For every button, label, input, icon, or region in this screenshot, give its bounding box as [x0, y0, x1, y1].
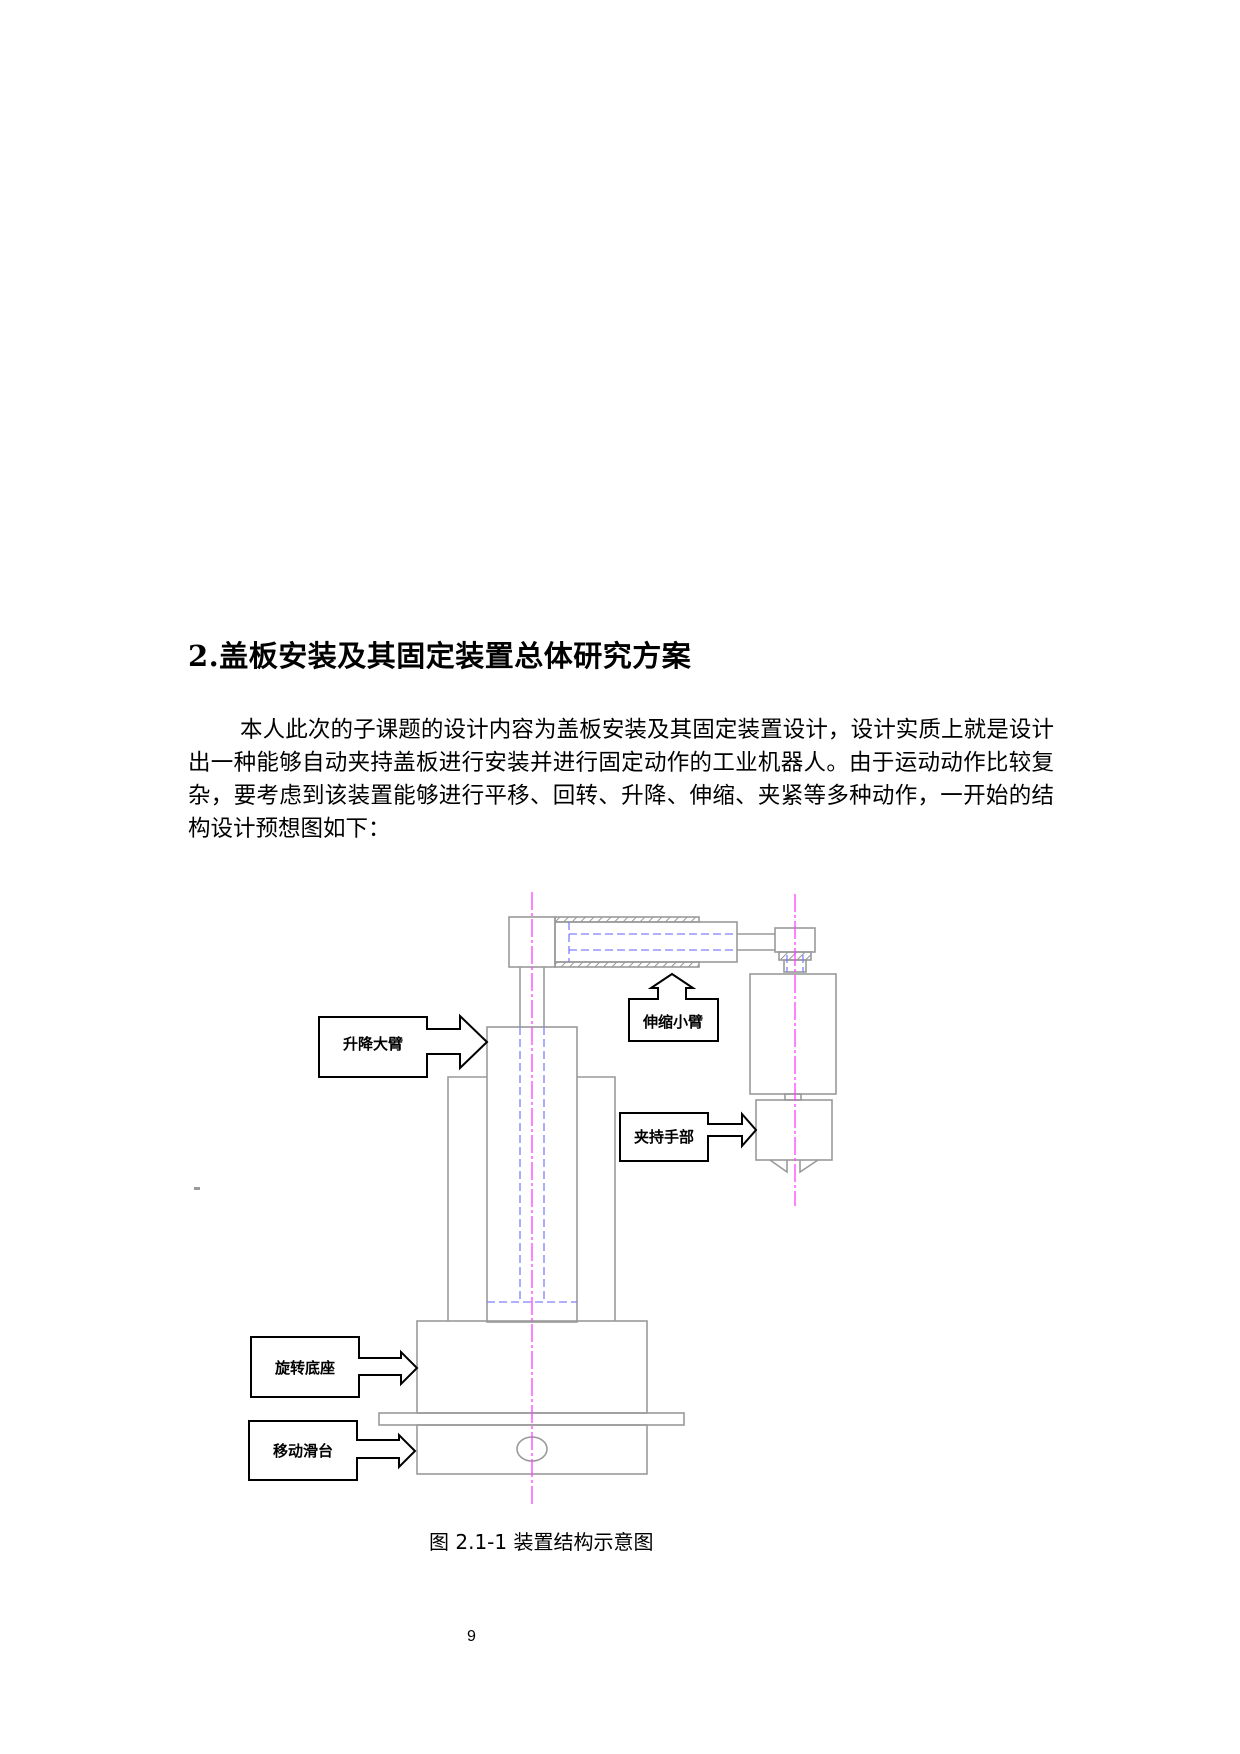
gripper-link [784, 1093, 802, 1101]
callout-gripper [619, 1111, 758, 1162]
gripper-hand [755, 1099, 833, 1161]
callout-sliding-table [248, 1420, 417, 1481]
right-finger [799, 1159, 819, 1174]
callout-lifting-arm [318, 1013, 489, 1078]
label-lifting-arm: 升降大臂 [343, 1035, 403, 1053]
label-sliding-table: 移动滑台 [273, 1442, 333, 1460]
piston-body [554, 921, 738, 963]
left-finger [769, 1159, 788, 1174]
label-rotating-base: 旋转底座 [274, 1359, 335, 1377]
label-gripper: 夹持手部 [634, 1128, 694, 1146]
figure-caption: 图 2.1-1 装置结构示意图 [429, 1530, 654, 1554]
label-telescopic-arm: 伸缩小臂 [642, 1013, 703, 1031]
callout-rotating-base [250, 1336, 419, 1398]
outer-sleeve [447, 1076, 487, 1321]
section-heading: 2.盖板安装及其固定装置总体研究方案 [188, 639, 692, 673]
stray-mark [194, 1187, 200, 1190]
body-paragraph: 本人此次的子课题的设计内容为盖板安装及其固定装置设计，设计实质上就是设计出一种能… [188, 714, 1054, 846]
gripper-housing [749, 973, 837, 1095]
page-number: 9 [467, 1628, 476, 1645]
callout-telescopic-arm [628, 972, 719, 1042]
paragraph-text: 本人此次的子课题的设计内容为盖板安装及其固定装置设计，设计实质上就是设计出一种能… [188, 717, 1054, 842]
